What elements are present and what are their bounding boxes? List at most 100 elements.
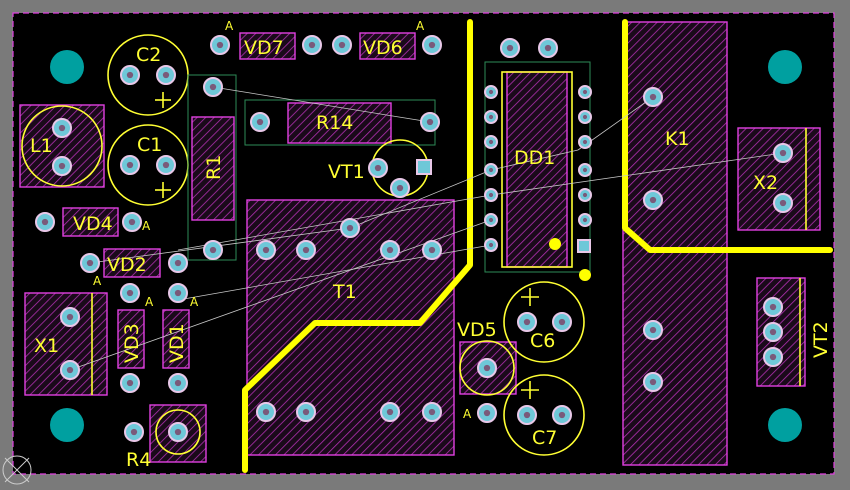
board-outline: [12, 12, 835, 475]
drill-hole: [523, 318, 531, 326]
drill-hole: [779, 149, 787, 157]
vd4-body: [62, 207, 119, 237]
dd1-outline: [501, 71, 573, 268]
drill-hole: [302, 408, 310, 416]
drill-hole: [558, 411, 566, 419]
drill-hole: [262, 246, 270, 254]
mounting-hole: [50, 50, 84, 84]
r1-body: [191, 116, 235, 221]
c7-body: [503, 374, 585, 456]
label-k1: K1: [665, 128, 690, 150]
anode-marker: A: [93, 274, 102, 288]
drill-hole: [428, 41, 436, 49]
drill-hole: [126, 71, 134, 79]
drill-hole: [483, 364, 491, 372]
drill-hole: [126, 379, 134, 387]
via: [579, 269, 591, 281]
label-c1: C1: [137, 134, 162, 156]
drill-hole: [488, 89, 494, 95]
drill-hole: [582, 139, 588, 145]
drill-hole: [483, 409, 491, 417]
label-dd1: DD1: [514, 147, 555, 169]
mounting-hole: [50, 408, 84, 442]
vt1-pin-pad: [416, 159, 432, 175]
drill-hole: [582, 89, 588, 95]
vd7-body: [239, 32, 296, 60]
drill-hole: [216, 41, 224, 49]
drill-hole: [506, 44, 514, 52]
drill-hole: [386, 246, 394, 254]
drill-hole: [649, 326, 657, 334]
vd6-body: [359, 32, 416, 60]
label-x2: X2: [753, 172, 778, 194]
vd1-body: [162, 309, 190, 369]
drill-hole: [649, 196, 657, 204]
drill-hole: [374, 164, 382, 172]
label-vd3: VD3: [121, 323, 143, 363]
label-l1: L1: [30, 135, 53, 157]
label-c7: C7: [532, 427, 557, 449]
drill-hole: [256, 118, 264, 126]
drill-hole: [769, 303, 777, 311]
label-vd1: VD1: [166, 323, 188, 363]
label-vd6: VD6: [363, 37, 403, 59]
drill-hole: [582, 114, 588, 120]
drill-hole: [262, 408, 270, 416]
drill-hole: [41, 218, 49, 226]
drill-hole: [488, 192, 494, 198]
drill-hole: [302, 246, 310, 254]
drill-hole: [66, 313, 74, 321]
label-vt1: VT1: [328, 161, 365, 183]
vd2-body: [103, 248, 161, 278]
label-vd2: VD2: [107, 254, 147, 276]
vd3-body: [117, 309, 145, 369]
drill-hole: [346, 224, 354, 232]
anode-marker: A: [145, 295, 154, 309]
r14-body: [287, 102, 392, 144]
anode-marker: A: [463, 407, 472, 421]
drill-hole: [128, 218, 136, 226]
mounting-hole: [768, 50, 802, 84]
drill-hole: [209, 246, 217, 254]
drill-hole: [582, 167, 588, 173]
drill-hole: [86, 259, 94, 267]
drill-hole: [488, 139, 494, 145]
drill-hole: [523, 411, 531, 419]
drill-hole: [338, 41, 346, 49]
mounting-hole: [768, 408, 802, 442]
drill-hole: [582, 192, 588, 198]
x2-body: [737, 127, 821, 231]
label-x1: X1: [34, 335, 59, 357]
copper-tracks: [242, 19, 833, 473]
drill-hole: [386, 408, 394, 416]
c6-body: [503, 281, 585, 363]
pads: [35, 35, 793, 442]
anode-marker: A: [190, 295, 199, 309]
drill-hole: [488, 242, 494, 248]
drill-hole: [126, 289, 134, 297]
anode-marker: A: [416, 19, 425, 33]
drill-hole: [58, 124, 66, 132]
label-vd5: VD5: [457, 319, 497, 341]
drill-hole: [488, 217, 494, 223]
drill-hole: [649, 378, 657, 386]
drill-hole: [544, 44, 552, 52]
drill-hole: [426, 118, 434, 126]
drill-hole: [428, 246, 436, 254]
dd1-body: [506, 71, 568, 268]
drill-hole: [488, 167, 494, 173]
anode-marker: A: [225, 19, 234, 33]
drill-hole: [66, 366, 74, 374]
label-r1: R1: [203, 155, 225, 180]
label-c2: C2: [136, 44, 161, 66]
drill-hole: [396, 184, 404, 192]
label-t1: T1: [332, 281, 357, 303]
drill-hole: [174, 289, 182, 297]
drill-hole: [162, 161, 170, 169]
via: [549, 238, 561, 250]
label-r4: R4: [126, 449, 151, 471]
drill-hole: [558, 318, 566, 326]
drill-hole: [174, 259, 182, 267]
anode-marker: A: [142, 219, 151, 233]
